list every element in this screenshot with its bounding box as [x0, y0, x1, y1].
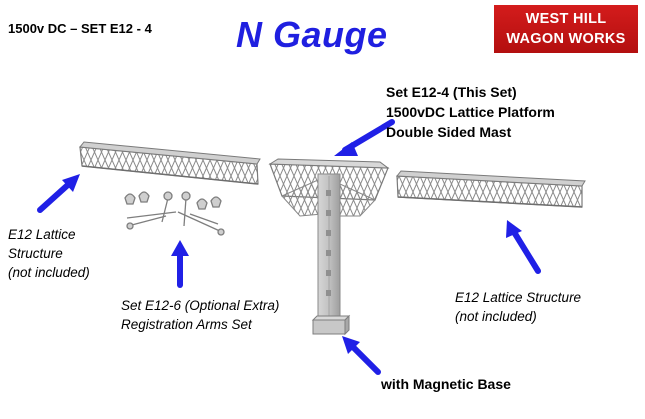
reg-arms-line-2: Registration Arms Set: [121, 317, 252, 332]
registration-arms-set: [124, 191, 225, 236]
page-title: N Gauge: [236, 14, 388, 55]
reg-arms-line-1: Set E12-6 (Optional Extra): [121, 298, 280, 313]
brand-logo: WEST HILL WAGON WORKS: [494, 5, 638, 53]
this-set-line-2: 1500vDC Lattice Platform: [386, 104, 555, 120]
arrow-right-structure-icon: [506, 220, 541, 274]
brand-line-1: WEST HILL: [525, 11, 607, 27]
left-lattice-structure: [79, 141, 261, 185]
left-structure-line-2: Structure: [8, 246, 63, 261]
this-set-label: Set E12-4 (This Set) 1500vDC Lattice Pla…: [386, 82, 555, 142]
arrow-this-set-icon: [334, 119, 395, 156]
left-structure-line-1: E12 Lattice: [8, 227, 76, 242]
arrow-left-structure-icon: [37, 174, 80, 213]
right-lattice-structure: [396, 170, 586, 208]
right-structure-line-1: E12 Lattice Structure: [455, 290, 582, 305]
left-structure-label: E12 Lattice Structure (not included): [8, 225, 90, 282]
arrow-magnetic-base-icon: [342, 336, 381, 375]
lattice-platform-mast: [268, 158, 390, 323]
magnetic-base-label: with Magnetic Base: [381, 376, 511, 392]
magnetic-base: [311, 314, 351, 336]
right-structure-line-2: (not included): [455, 309, 537, 324]
arrow-reg-arms-icon: [171, 240, 189, 288]
left-structure-line-3: (not included): [8, 265, 90, 280]
callout-arrows: [37, 119, 541, 375]
set-code-label: 1500v DC – SET E12 - 4: [8, 21, 152, 36]
this-set-line-1: Set E12-4 (This Set): [386, 84, 517, 100]
brand-line-2: WAGON WORKS: [506, 31, 626, 47]
this-set-line-3: Double Sided Mast: [386, 124, 512, 140]
reg-arms-label: Set E12-6 (Optional Extra) Registration …: [121, 296, 279, 334]
right-structure-label: E12 Lattice Structure (not included): [455, 288, 581, 326]
